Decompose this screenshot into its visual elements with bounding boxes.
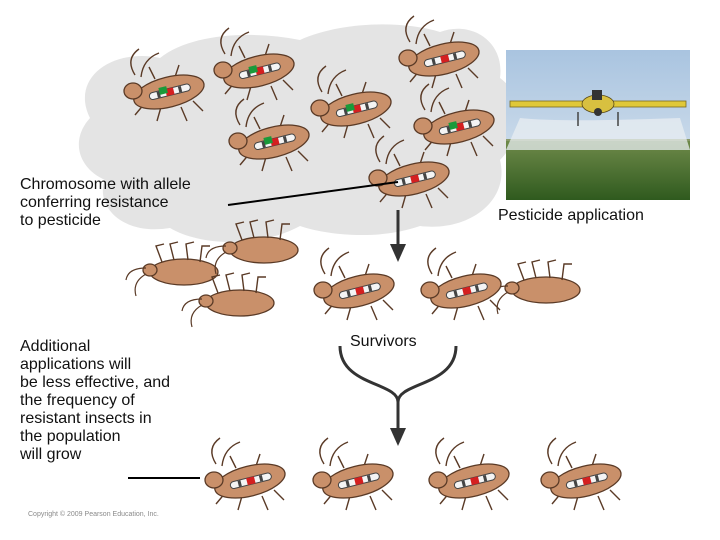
dead-insect-4: [487, 259, 581, 315]
survivor-insect-1: [313, 247, 399, 321]
dead-insect-1: [125, 241, 219, 297]
additional-label-line-4: the frequency of: [20, 392, 135, 409]
chromosome-label-line-2: conferring resistance: [20, 194, 169, 211]
offspring-insect-1: [204, 437, 290, 511]
additional-label-line-7: will grow: [20, 446, 82, 463]
additional-label-line-3: be less effective, and: [20, 374, 171, 391]
offspring-insect-2: [312, 437, 398, 511]
chromosome-label-line-1: Chromosome with allele: [20, 176, 191, 193]
pesticide-application-label: Pesticide application: [498, 207, 644, 224]
pesticide-photo: [506, 50, 690, 200]
airplane-icon: [509, 90, 687, 126]
chromosome-allele-label: Chromosome with allele conferring resist…: [20, 176, 191, 230]
additional-label-line-6: the population: [20, 428, 121, 445]
susceptible-alleles: [158, 65, 458, 145]
offspring-insect-4: [540, 437, 626, 511]
arrow-down-1: [390, 210, 406, 262]
additional-applications-label: Additional applications will be less eff…: [20, 338, 170, 464]
chromosome-label-line-3: to pesticide: [20, 212, 101, 229]
additional-label-line-1: Additional: [20, 338, 91, 355]
offspring-insect-3: [428, 437, 514, 511]
copyright-notice: Copyright © 2009 Pearson Education, Inc.: [28, 511, 159, 518]
additional-label-line-2: applications will: [20, 356, 132, 373]
survivor-insect-2: [420, 247, 506, 321]
additional-label-line-5: resistant insects in: [20, 410, 152, 427]
survivors-label: Survivors: [350, 333, 417, 350]
branching-arrow: [338, 345, 458, 446]
chromosome-pointer-line: [227, 181, 399, 206]
